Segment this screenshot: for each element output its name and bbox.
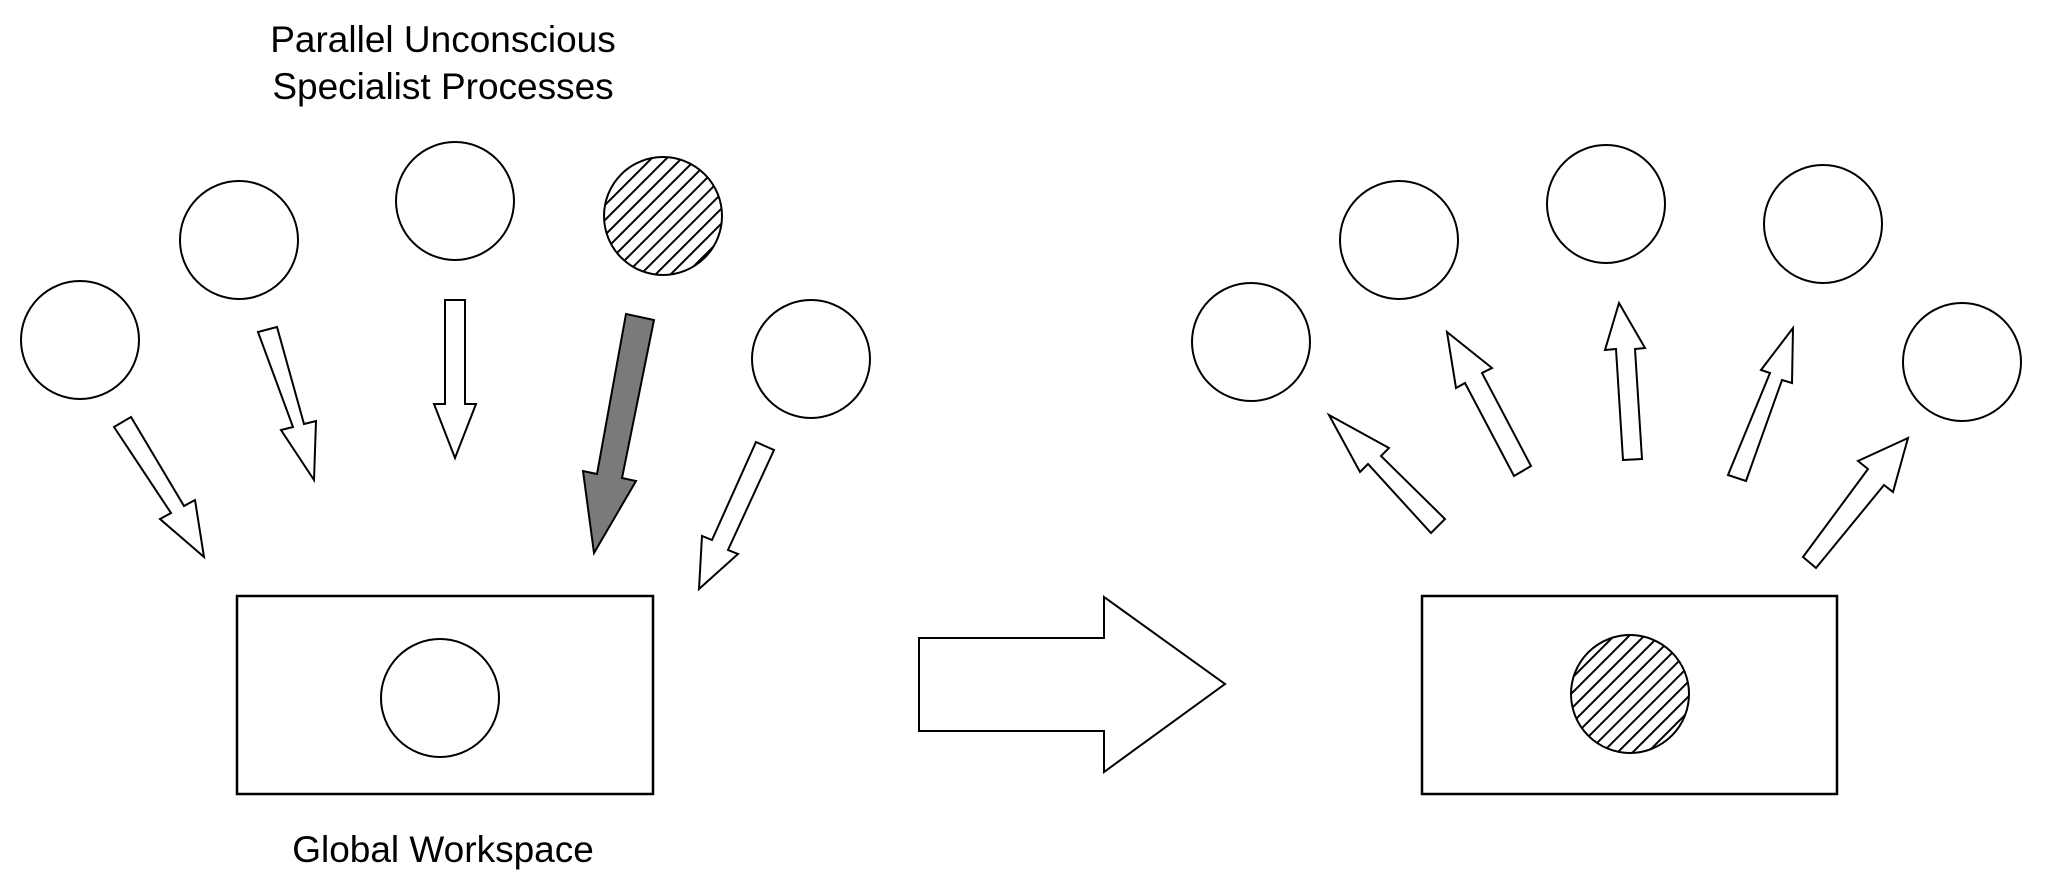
processes-label-line1: Parallel Unconscious xyxy=(270,19,616,60)
specialist-process-1 xyxy=(20,280,140,400)
specialist-process-3 xyxy=(395,141,515,261)
workspace-winner-content xyxy=(1570,634,1690,754)
arrow-in-3 xyxy=(432,299,478,461)
broadcast-arrow-2 xyxy=(1445,329,1533,478)
broadcast-arrow-5 xyxy=(1801,436,1910,570)
workspace-content xyxy=(380,638,500,758)
specialist-process-5 xyxy=(751,299,871,419)
arrow-in-winner xyxy=(581,312,656,557)
broadcast-arrow-4 xyxy=(1726,324,1795,483)
arrow-in-1 xyxy=(112,415,206,560)
broadcast-arrow-1 xyxy=(1326,412,1447,535)
arrow-in-2 xyxy=(256,325,318,484)
specialist-process-winner xyxy=(603,156,723,276)
workspace-label: Global Workspace xyxy=(292,829,594,870)
processes-label-line2: Specialist Processes xyxy=(272,66,613,107)
receiver-process-3 xyxy=(1546,144,1666,264)
receiver-process-2 xyxy=(1339,180,1459,300)
receiver-process-4 xyxy=(1763,164,1883,284)
specialist-process-2 xyxy=(179,180,299,300)
receiver-process-1 xyxy=(1191,282,1311,402)
receiver-process-5 xyxy=(1902,302,2022,422)
arrow-in-5 xyxy=(697,440,776,592)
broadcast-arrow-3 xyxy=(1603,300,1647,462)
transition-arrow xyxy=(918,595,1227,774)
